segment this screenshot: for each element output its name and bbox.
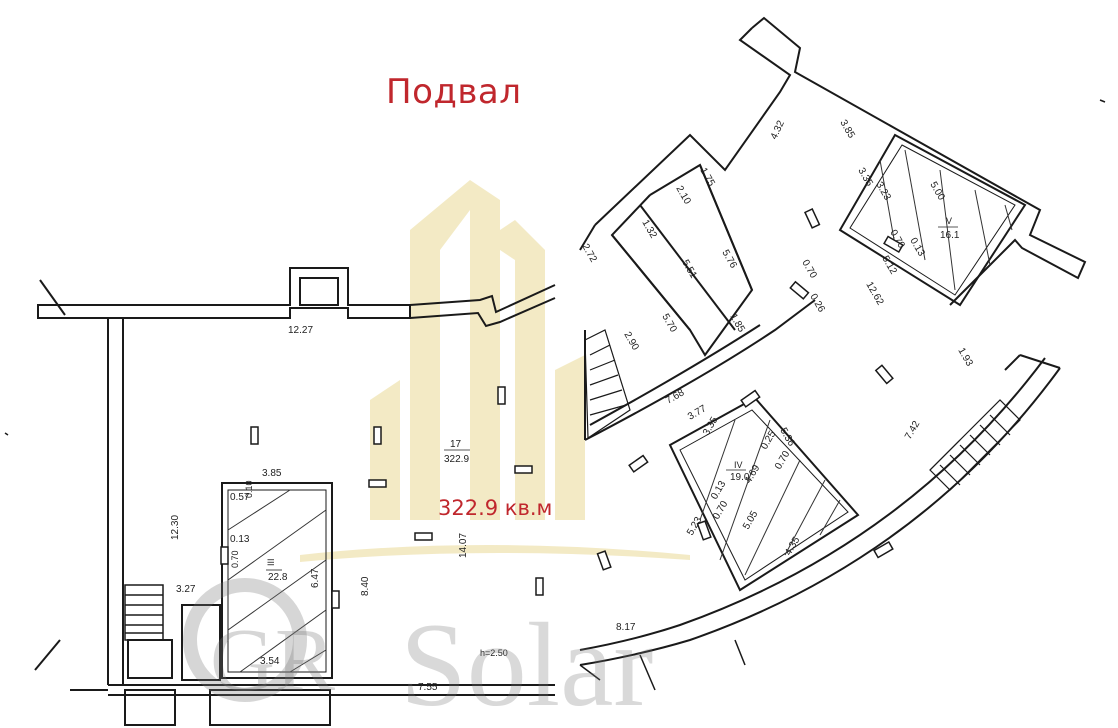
dim-3-23: 3.23 <box>873 180 892 203</box>
dim-12-27: 12.27 <box>288 325 313 336</box>
dim-4-35: 4.35 <box>783 535 802 558</box>
dim-0-25: 0.25 <box>759 429 778 452</box>
watermark-text: Solar <box>400 598 653 728</box>
right-wing-walls <box>579 16 1087 666</box>
right-staircase <box>929 399 1021 491</box>
dim-0-57: 0.57 <box>230 492 250 503</box>
dim-0-70d: 0.70 <box>773 449 792 472</box>
room-v-area: 16.1 <box>940 230 960 241</box>
dim-2-90: 2.90 <box>621 330 640 353</box>
dim-height: h=2.50 <box>480 648 508 658</box>
dim-2-72: 2.72 <box>579 242 598 265</box>
room-iii <box>221 482 333 679</box>
room-v-hatch <box>879 149 1013 291</box>
watermark-building <box>300 180 690 562</box>
room-17-area: 322.9 <box>444 454 469 465</box>
dim-0-70e: 0.70 <box>711 499 730 522</box>
dim-12-30: 12.30 <box>170 515 181 540</box>
right-columns <box>596 208 904 571</box>
dim-6-47: 6.47 <box>310 568 321 588</box>
room-17-number: 17 <box>450 439 462 450</box>
total-area-label: 322.9 кв.м <box>438 496 553 520</box>
dim-3-85b: 3.85 <box>837 118 856 141</box>
dim-0-70c: 0.70 <box>799 258 818 281</box>
room-iv-hatch <box>699 419 841 576</box>
room-v-number: V <box>946 216 952 226</box>
left-staircase <box>124 584 331 726</box>
dim-8-40: 8.40 <box>360 576 371 596</box>
room-iii-area: 22.8 <box>268 572 288 583</box>
room-iii-number: III <box>266 558 276 566</box>
dim-1-75: 1.75 <box>697 166 716 189</box>
left-columns <box>220 386 544 609</box>
dim-5-36: 5.36 <box>777 426 796 449</box>
dim-0-10: 0.10 <box>244 480 254 498</box>
dim-0-70a: 0.70 <box>230 550 240 568</box>
dim-4-32: 4.32 <box>769 119 787 142</box>
watermark-logo: GR Solar <box>183 578 653 728</box>
left-wedge-stair <box>584 329 631 440</box>
dim-14-07: 14.07 <box>458 533 469 558</box>
dim-7-55: 7.55 <box>418 682 438 693</box>
dim-5-05: 5.05 <box>741 509 760 532</box>
left-wing-walls <box>34 267 556 696</box>
dim-3-85: 3.85 <box>262 468 282 479</box>
room-iii-hatch <box>227 489 327 673</box>
dim-1-32: 1.32 <box>639 218 658 241</box>
page-title: Подвал <box>386 72 522 112</box>
room-labels: 17 322.9 III 22.8 V 16.1 IV 19.0 <box>266 216 960 583</box>
dim-3-27: 3.27 <box>176 584 196 595</box>
watermark-logo-letters: GR <box>210 611 335 710</box>
dim-0-13a: 0.13 <box>230 534 250 545</box>
dim-3-54: 3.54 <box>260 656 280 667</box>
dim-2-10: 2.10 <box>673 184 692 207</box>
dim-3-35: 3.35 <box>855 166 874 189</box>
dim-12-62: 12.62 <box>863 280 885 308</box>
dim-7-42: 7.42 <box>903 419 922 442</box>
dim-0-13c: 0.13 <box>709 479 728 502</box>
dim-7-68: 7.68 <box>664 387 687 406</box>
misc-lines <box>4 99 1106 691</box>
dim-1-93: 1.93 <box>955 346 974 369</box>
room-iv-area: 19.0 <box>730 472 750 483</box>
room-iv-number: IV <box>734 460 743 470</box>
dim-8-17: 8.17 <box>616 622 636 633</box>
dim-3-77: 3.77 <box>686 403 709 422</box>
dim-5-70: 5.70 <box>659 312 678 335</box>
